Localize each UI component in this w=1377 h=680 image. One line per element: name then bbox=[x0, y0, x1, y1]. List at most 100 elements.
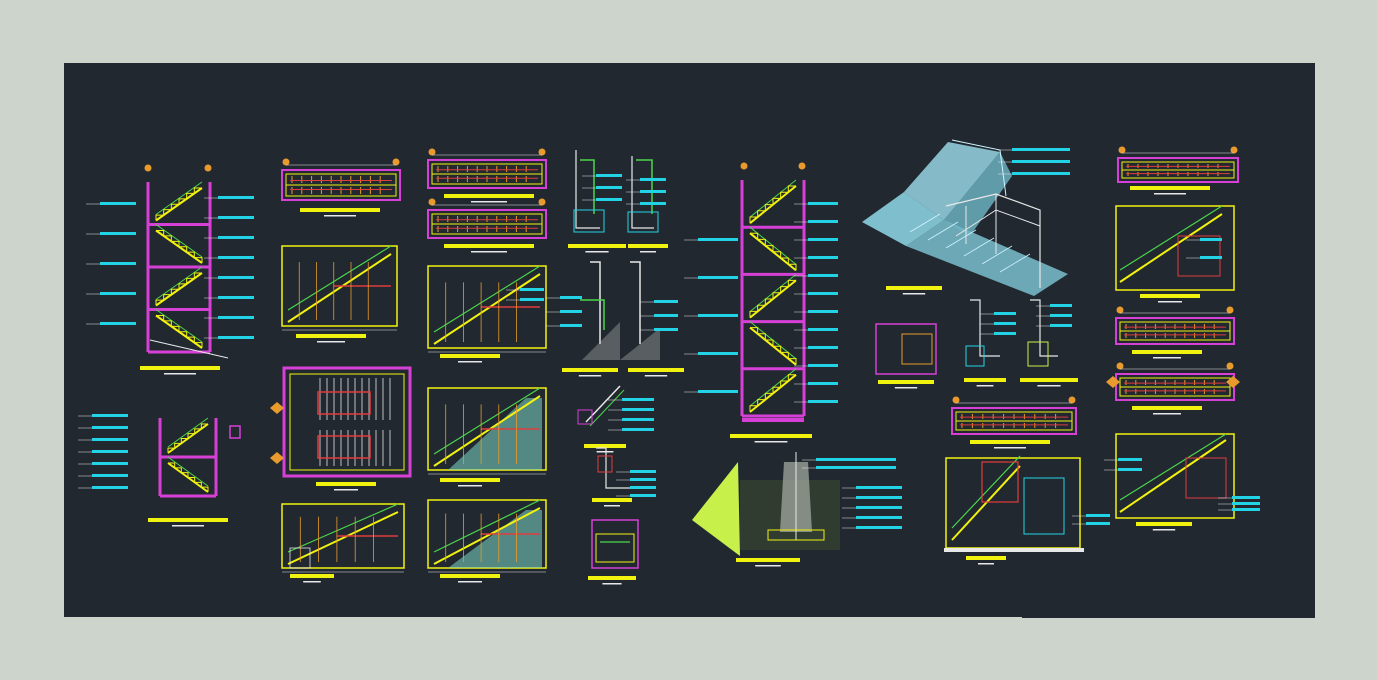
step bbox=[167, 447, 175, 453]
annotation-text bbox=[100, 322, 136, 325]
scale-text bbox=[1153, 413, 1181, 415]
annotation-text bbox=[92, 450, 128, 453]
handrail bbox=[1119, 205, 1223, 271]
step bbox=[194, 342, 203, 348]
scale-text bbox=[458, 361, 482, 363]
scale-text bbox=[754, 441, 788, 443]
scale-text bbox=[1152, 529, 1176, 531]
annotation-text bbox=[808, 328, 838, 331]
scale-text bbox=[994, 447, 1026, 449]
hatch-fill bbox=[448, 398, 542, 470]
sheet-plan-2 bbox=[270, 366, 412, 491]
grid-bubble bbox=[144, 164, 152, 172]
step bbox=[765, 339, 774, 347]
step bbox=[749, 216, 758, 224]
annotation-text bbox=[1200, 256, 1222, 259]
bolt-plate bbox=[597, 455, 613, 473]
scale-text bbox=[978, 563, 994, 565]
handrail bbox=[287, 245, 392, 311]
grid-bubble bbox=[1068, 396, 1076, 404]
canvas-left bbox=[64, 63, 1024, 617]
stair-flight bbox=[433, 507, 541, 565]
step-edge bbox=[945, 229, 977, 249]
section-box bbox=[591, 519, 639, 569]
handrail bbox=[580, 159, 595, 214]
scale-text bbox=[324, 215, 356, 217]
plan-wall bbox=[281, 169, 401, 201]
footing bbox=[767, 529, 825, 541]
step bbox=[780, 380, 789, 388]
step bbox=[773, 251, 782, 258]
annotation-text bbox=[92, 438, 128, 441]
grid-bubble bbox=[282, 158, 290, 166]
drawing-title bbox=[1132, 350, 1202, 354]
scale-text bbox=[164, 373, 196, 375]
step bbox=[772, 292, 781, 299]
annotation-text bbox=[654, 314, 678, 317]
beam bbox=[229, 425, 241, 439]
annotation-text bbox=[1200, 238, 1222, 241]
annotation-text bbox=[698, 314, 738, 317]
grid-bubble bbox=[392, 158, 400, 166]
sheet-section-2 bbox=[78, 414, 241, 527]
annotation-text bbox=[218, 276, 254, 279]
sheet-elevation-3 bbox=[427, 265, 547, 583]
step bbox=[780, 257, 789, 265]
drawing-title bbox=[444, 244, 534, 248]
annotation-text bbox=[808, 364, 838, 367]
plan-wall bbox=[427, 209, 547, 239]
step bbox=[764, 298, 773, 306]
annotation-text bbox=[1012, 172, 1070, 175]
grid-bubble bbox=[204, 164, 212, 172]
hatch-fill bbox=[448, 510, 542, 568]
annotation-text bbox=[520, 298, 544, 301]
annotation-text bbox=[560, 310, 582, 313]
railing-post bbox=[1030, 299, 1058, 357]
step bbox=[163, 320, 172, 327]
handrail bbox=[433, 387, 541, 455]
step bbox=[787, 279, 796, 287]
plan-inner bbox=[289, 373, 405, 471]
annotation-text bbox=[856, 486, 902, 489]
drawing-title bbox=[584, 444, 626, 448]
railing-panel bbox=[1185, 457, 1227, 499]
annotation-text bbox=[1232, 502, 1260, 505]
drawing-title bbox=[296, 334, 366, 338]
annotation-text bbox=[1118, 458, 1142, 461]
sheet-plan-3 bbox=[427, 148, 547, 253]
drawing-title bbox=[1020, 378, 1078, 382]
annotation-text bbox=[1232, 496, 1260, 499]
handrail bbox=[167, 417, 209, 448]
step bbox=[163, 294, 172, 301]
sheet-elevation-middle-right bbox=[944, 455, 1110, 565]
annotation-text bbox=[100, 262, 136, 265]
handrail bbox=[155, 224, 203, 258]
drawing-title bbox=[588, 576, 636, 580]
grid-bubble bbox=[538, 198, 546, 206]
base-plate bbox=[627, 211, 659, 233]
flight-3d bbox=[906, 220, 1068, 296]
annotation-text bbox=[1086, 514, 1110, 517]
sheet-section-1 bbox=[86, 164, 254, 375]
step bbox=[174, 442, 182, 449]
step bbox=[156, 315, 165, 321]
plan-frame bbox=[1115, 433, 1235, 519]
sheet-small-details bbox=[875, 299, 1078, 389]
step bbox=[749, 405, 758, 412]
annotation-text bbox=[1050, 304, 1072, 307]
annotation-text bbox=[808, 382, 838, 385]
plan-wall bbox=[951, 407, 1077, 435]
step bbox=[186, 336, 195, 343]
step bbox=[156, 230, 165, 236]
step bbox=[788, 263, 797, 271]
base-plate bbox=[965, 345, 985, 367]
step bbox=[780, 191, 789, 199]
annotation-text bbox=[856, 526, 902, 529]
scale-text bbox=[976, 385, 994, 387]
grid-bubble bbox=[538, 148, 546, 156]
annotation-text bbox=[808, 238, 838, 241]
drawing-title bbox=[316, 482, 376, 486]
annotation-text bbox=[622, 418, 654, 421]
scale-text bbox=[317, 341, 345, 343]
